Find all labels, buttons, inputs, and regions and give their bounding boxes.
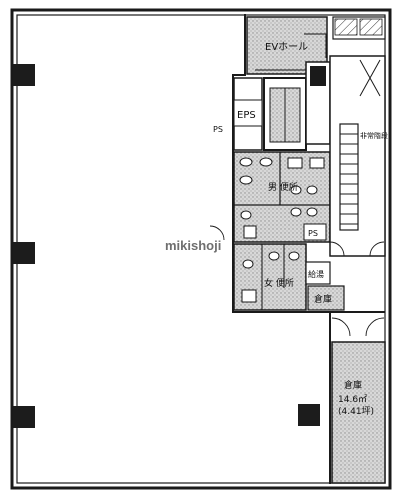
elevator-shafts	[263, 61, 331, 151]
ev-hall-label: EVホール	[265, 41, 308, 53]
storage-area-value: 14.6㎡	[338, 394, 367, 405]
ev-hall: EVホール	[246, 16, 328, 75]
ps-label: PS	[213, 125, 223, 134]
kitchen-label: 給湯	[308, 269, 324, 279]
top-right-rooms	[332, 16, 386, 40]
toilet-f-label: 女 便所	[264, 277, 294, 289]
storage-room-label: 倉庫	[344, 379, 362, 391]
emergency-stairs: 非常階段	[329, 55, 388, 257]
watermark: mikishoji	[165, 238, 221, 253]
pipe-space-label: PS	[308, 229, 318, 238]
eps-label: EPS	[237, 110, 256, 121]
eps-room: EPS PS	[213, 77, 263, 151]
toilets: 男 便所 PS	[233, 151, 331, 243]
core-boundary	[232, 14, 385, 484]
storage-label: 倉庫	[314, 293, 332, 305]
lower-core: 女 便所 給湯 倉庫	[233, 243, 345, 311]
storage-room: 倉庫 14.6㎡ (4.41坪)	[331, 341, 386, 484]
toilet-m-label: 男 便所	[268, 181, 298, 193]
door-swings	[209, 225, 385, 337]
storage-tsubo-value: (4.41坪)	[338, 406, 374, 417]
structural-columns	[13, 64, 320, 428]
stairs-label: 非常階段	[360, 131, 388, 140]
